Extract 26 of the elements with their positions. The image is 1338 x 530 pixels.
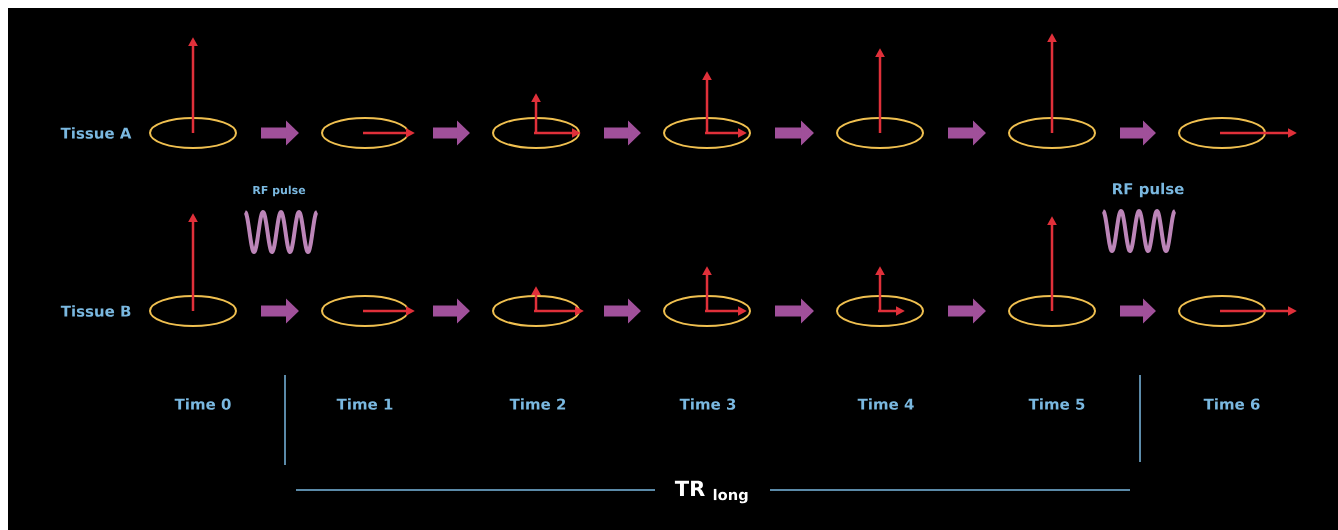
ellipse xyxy=(836,117,924,149)
time-label: Time 6 xyxy=(1203,398,1260,410)
ellipse xyxy=(492,117,580,149)
time-label: Time 2 xyxy=(509,398,566,410)
tissue-label: Tissue B xyxy=(60,305,131,317)
ellipse xyxy=(1008,117,1096,149)
ellipse xyxy=(321,117,409,149)
ellipse xyxy=(321,295,409,327)
ellipse xyxy=(663,295,751,327)
ellipse xyxy=(836,295,924,327)
time-label: Time 4 xyxy=(857,398,914,410)
ellipse xyxy=(492,295,580,327)
ellipse xyxy=(1178,295,1266,327)
repetition-time-label: TR $_{long}$ xyxy=(671,477,753,507)
time-label: Time 1 xyxy=(336,398,393,410)
ellipse xyxy=(1178,117,1266,149)
pulse-label: RF pulse xyxy=(253,185,306,197)
ellipse xyxy=(1008,295,1096,327)
time-label: Time 5 xyxy=(1028,398,1085,410)
ellipse xyxy=(663,117,751,149)
pulse-label: RF pulse xyxy=(1113,182,1184,198)
tissue-label: Tissue A xyxy=(60,127,132,139)
ellipse xyxy=(149,295,237,327)
time-label: Time 0 xyxy=(174,398,231,410)
time-label: Time 3 xyxy=(679,398,736,410)
ellipse xyxy=(149,117,237,149)
